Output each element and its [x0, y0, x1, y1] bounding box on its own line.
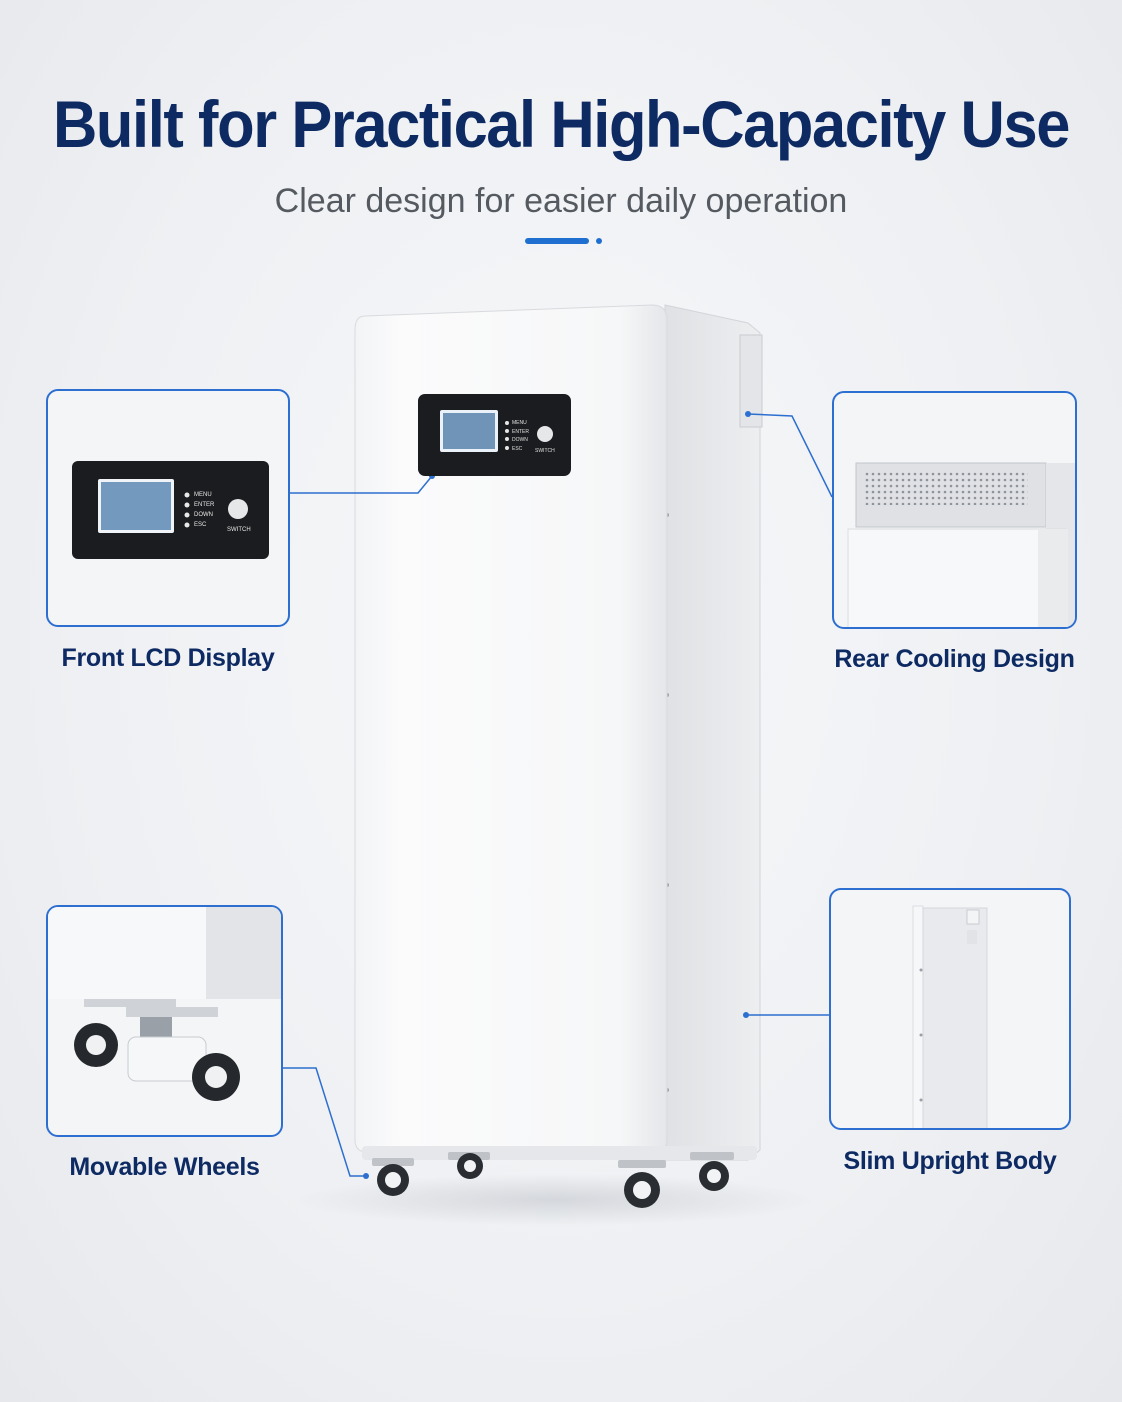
closeup-menu-label: MENU	[194, 492, 212, 498]
callout-label-movable-wheels: Movable Wheels	[69, 1153, 260, 1181]
callout-movable-wheels	[46, 905, 283, 1137]
cabinet-enter-label: ENTER	[512, 428, 529, 435]
callout-label-front-lcd-display: Front LCD Display	[61, 644, 275, 672]
wheels-closeup-image	[48, 907, 281, 1101]
cabinet-panel-button-labels: MENU ENTER DOWN ESC	[512, 419, 529, 453]
cabinet-switch-label: SWITCH	[535, 448, 555, 454]
lcd-closeup-image	[72, 461, 269, 559]
cabinet-down-label: DOWN	[512, 437, 528, 443]
closeup-switch-label: SWITCH	[227, 527, 251, 533]
lcd-closeup-button-labels: MENU ENTER DOWN ESC	[194, 490, 214, 530]
cabinet-lcd-panel	[418, 394, 571, 476]
closeup-enter-label: ENTER	[194, 502, 215, 508]
closeup-down-label: DOWN	[194, 512, 213, 518]
cabinet-menu-label: MENU	[512, 420, 527, 426]
page-subtitle: Clear design for easier daily operation	[274, 182, 848, 220]
cabinet-esc-label: ESC	[512, 445, 523, 452]
accent-line	[525, 238, 589, 244]
accent-dot	[596, 238, 602, 244]
callout-slim-upright-body	[829, 888, 1071, 1130]
callout-label-rear-cooling-design: Rear Cooling Design	[834, 645, 1075, 673]
page-title: Built for Practical High-Capacity Use	[53, 87, 1070, 161]
rear-vent-closeup-image	[847, 462, 1075, 627]
callout-front-lcd-display: MENU ENTER DOWN ESC SWITCH	[46, 389, 290, 627]
slim-body-closeup-image	[912, 905, 988, 1128]
callout-rear-cooling-design	[832, 391, 1077, 629]
closeup-esc-label: ESC	[194, 522, 207, 528]
callout-label-slim-upright-body: Slim Upright Body	[843, 1147, 1057, 1175]
